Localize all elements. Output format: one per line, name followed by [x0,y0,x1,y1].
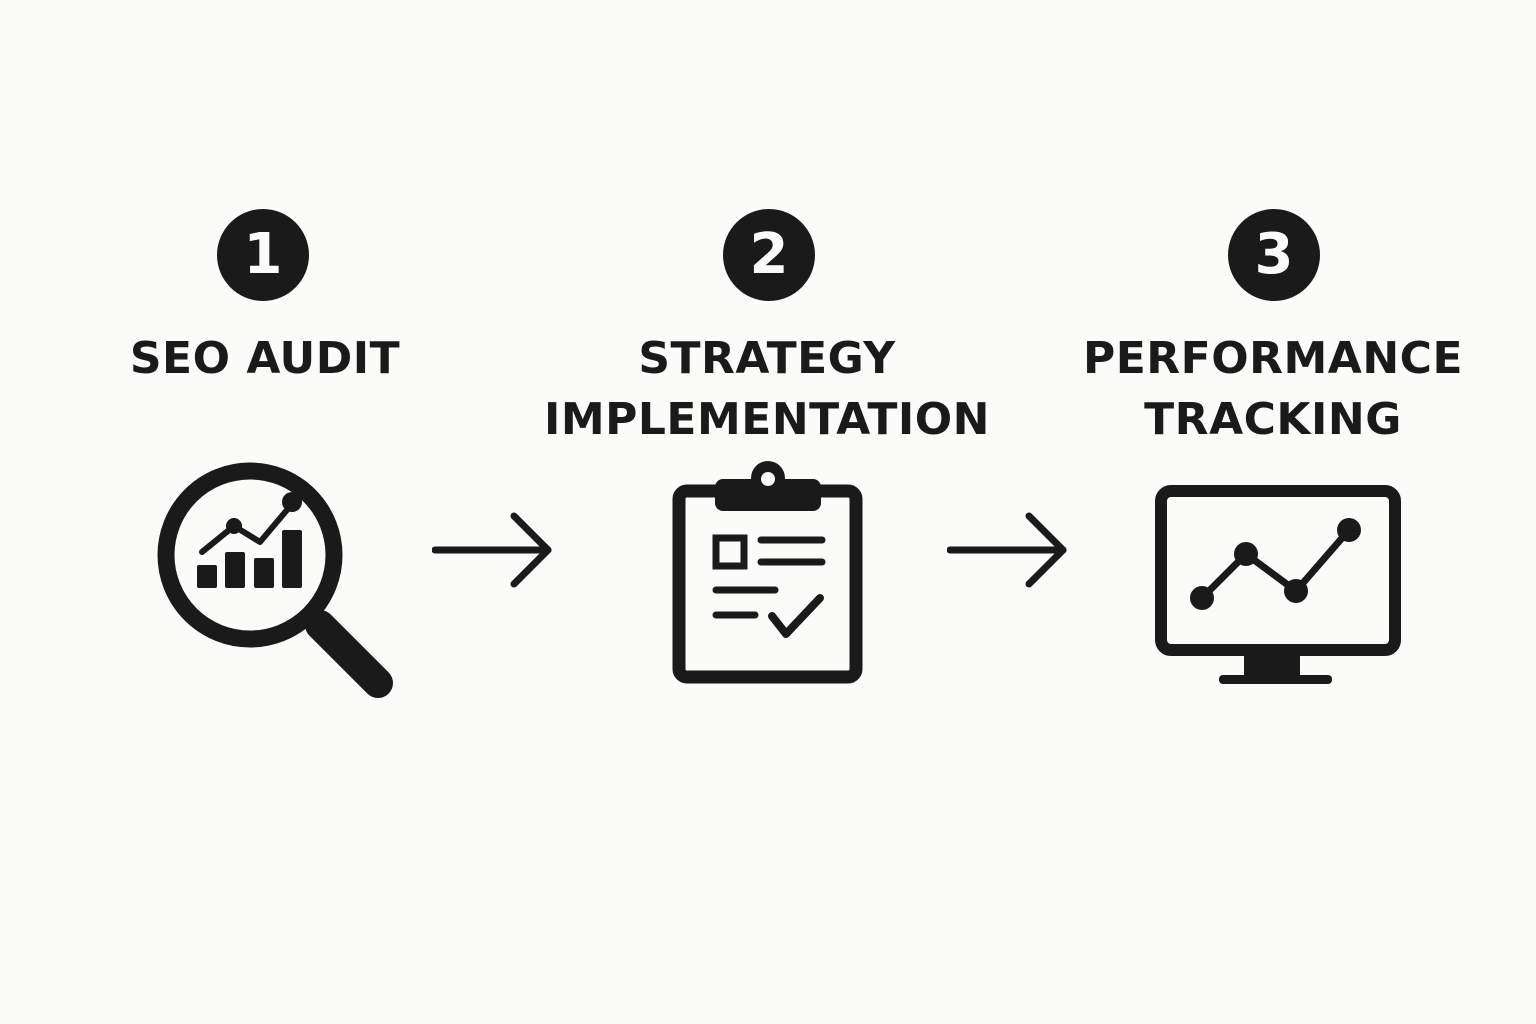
arrow-right-icon [947,512,1067,588]
step-1-title-line-1: SEO AUDIT [129,333,401,384]
step-1-title: SEO AUDIT [5,328,525,389]
step-1-number: 1 [243,222,283,287]
step-3-number-badge: 3 [1228,209,1320,301]
step-2-title: STRATEGY IMPLEMENTATION [507,328,1027,450]
step-3-title-line-1: PERFORMANCE [1082,333,1464,384]
step-2-title-line-1: STRATEGY [638,333,896,384]
step-3-number: 3 [1254,222,1294,287]
step-3-title-line-2: TRACKING [1144,394,1402,445]
magnifier-chart-icon [157,462,393,698]
monitor-line-chart-icon [1155,485,1401,684]
step-2-title-line-2: IMPLEMENTATION [543,394,990,445]
arrow-right-icon [432,512,552,588]
step-1-number-badge: 1 [217,209,309,301]
clipboard-checklist-icon [672,461,863,684]
step-3-title: PERFORMANCE TRACKING [1013,328,1533,450]
step-2-number-badge: 2 [723,209,815,301]
step-2-number: 2 [749,222,789,287]
